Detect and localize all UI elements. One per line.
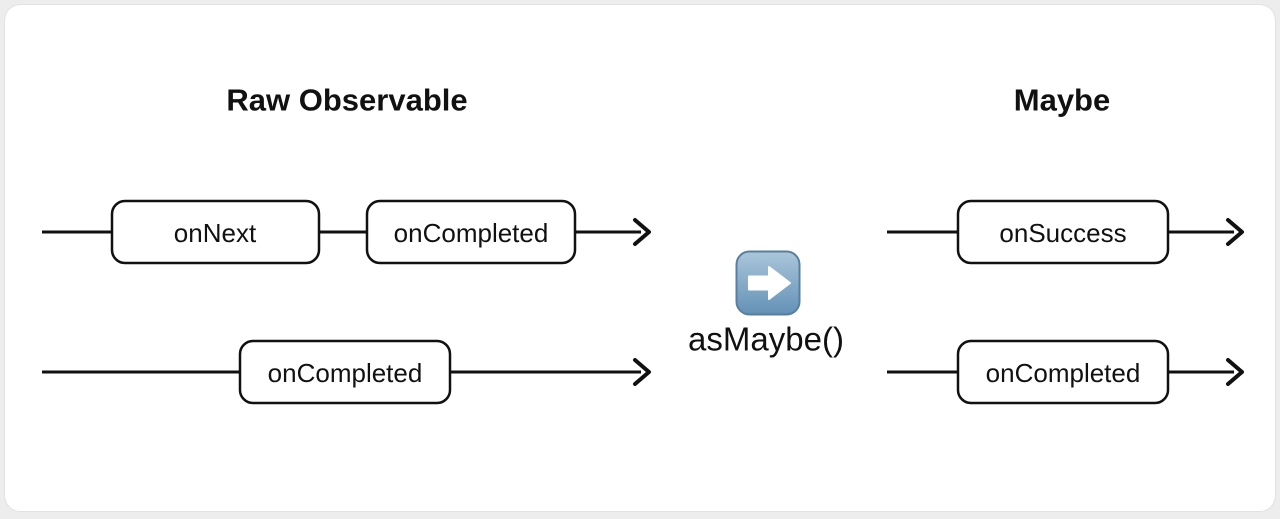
arrowhead-icon (633, 218, 651, 246)
event-box-onsuccess: onSuccess (956, 199, 1170, 265)
arrowhead-icon (1226, 358, 1244, 386)
left-section-title: Raw Observable (226, 83, 467, 118)
right-section-title: Maybe (1014, 83, 1110, 118)
arrowhead-icon (1226, 218, 1244, 246)
event-box (956, 199, 1170, 265)
event-box-oncompleted: onCompleted (956, 339, 1170, 405)
event-box (956, 339, 1170, 405)
event-label: onCompleted (394, 218, 549, 248)
right-arrow-emoji-icon (735, 250, 801, 316)
timeline-raw-1: onNext onCompleted (42, 199, 651, 265)
event-box-oncompleted: onCompleted (365, 199, 577, 265)
event-box (238, 339, 452, 405)
right-section: Maybe onSuccess onCompleted (887, 83, 1244, 405)
timeline-raw-2: onCompleted (42, 339, 651, 405)
transform-label: asMaybe() (688, 321, 844, 358)
event-label: onCompleted (986, 358, 1141, 388)
event-box-onnext: onNext (110, 199, 321, 265)
event-label: onNext (174, 218, 257, 248)
timeline-maybe-2: onCompleted (887, 339, 1244, 405)
transform-operator: asMaybe() (688, 250, 844, 358)
timeline-maybe-1: onSuccess (887, 199, 1244, 265)
event-label: onSuccess (999, 218, 1126, 248)
event-label: onCompleted (268, 358, 423, 388)
left-section: Raw Observable onNext onCompleted onComp… (42, 83, 651, 405)
arrowhead-icon (633, 358, 651, 386)
event-box (365, 199, 577, 265)
event-box-oncompleted: onCompleted (238, 339, 452, 405)
emoji-arrow-glyph (748, 266, 791, 300)
event-box (110, 199, 321, 265)
